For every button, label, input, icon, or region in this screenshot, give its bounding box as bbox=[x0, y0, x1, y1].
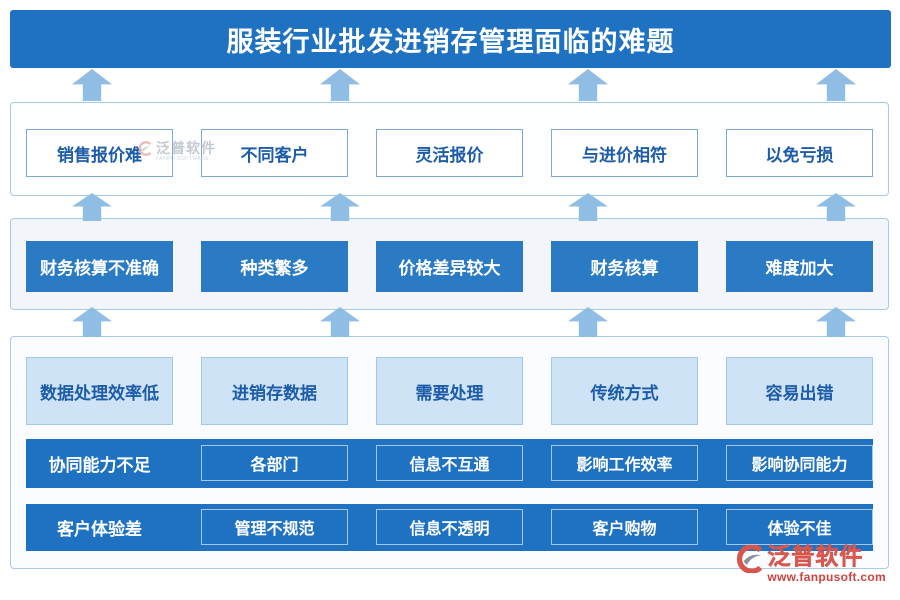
collaboration-box: 影响协同能力 bbox=[726, 445, 873, 482]
pricing-box: 与进价相符 bbox=[551, 129, 698, 177]
up-arrow-icon bbox=[320, 69, 360, 101]
finance-box: 价格差异较大 bbox=[376, 241, 523, 292]
collaboration-box: 各部门 bbox=[201, 445, 348, 482]
up-arrow-icon bbox=[72, 69, 112, 101]
finance-box: 种类繁多 bbox=[201, 241, 348, 292]
collaboration-box: 影响工作效率 bbox=[551, 445, 698, 482]
up-arrow-icon bbox=[568, 307, 608, 337]
page-title: 服装行业批发进销存管理面临的难题 bbox=[10, 10, 891, 68]
up-arrow-icon bbox=[72, 193, 112, 221]
pricing-box: 不同客户 bbox=[201, 129, 348, 177]
fanpu-logo-icon bbox=[737, 545, 763, 573]
arrow-strip-middle bbox=[10, 193, 891, 221]
brand-name: 泛普软件 bbox=[767, 543, 864, 569]
panel-finance: 财务核算不准确 种类繁多 价格差异较大 财务核算 难度加大 bbox=[10, 218, 889, 310]
data-box: 数据处理效率低 bbox=[26, 357, 173, 425]
experience-box: 客户购物 bbox=[551, 509, 698, 546]
panel-operations: 数据处理效率低 进销存数据 需要处理 传统方式 容易出错 协同能力不足 各部门 … bbox=[10, 336, 889, 569]
up-arrow-icon bbox=[568, 69, 608, 101]
finance-box: 财务核算 bbox=[551, 241, 698, 292]
finance-box: 财务核算不准确 bbox=[26, 241, 173, 292]
collaboration-bar: 协同能力不足 各部门 信息不互通 影响工作效率 影响协同能力 bbox=[26, 439, 873, 488]
panel-pricing: 销售报价难 不同客户 灵活报价 与进价相符 以免亏损 bbox=[10, 102, 889, 196]
up-arrow-icon bbox=[568, 193, 608, 221]
pricing-box: 以免亏损 bbox=[726, 129, 873, 177]
up-arrow-icon bbox=[72, 307, 112, 337]
arrow-strip-bottom bbox=[10, 307, 891, 337]
up-arrow-icon bbox=[816, 307, 856, 337]
collaboration-box: 信息不互通 bbox=[376, 445, 523, 482]
finance-box: 难度加大 bbox=[726, 241, 873, 292]
experience-box: 体验不佳 bbox=[726, 509, 873, 546]
pricing-box: 灵活报价 bbox=[376, 129, 523, 177]
data-row: 数据处理效率低 进销存数据 需要处理 传统方式 容易出错 bbox=[26, 357, 873, 425]
data-box: 进销存数据 bbox=[201, 357, 348, 425]
experience-label: 客户体验差 bbox=[57, 519, 142, 539]
up-arrow-icon bbox=[320, 307, 360, 337]
brand-text: 泛普软件 www.fanpusoft.com bbox=[767, 543, 886, 584]
pricing-box: 销售报价难 bbox=[26, 129, 173, 177]
data-box: 传统方式 bbox=[551, 357, 698, 425]
arrow-strip-top bbox=[10, 69, 891, 101]
up-arrow-icon bbox=[816, 69, 856, 101]
experience-box: 信息不透明 bbox=[376, 509, 523, 546]
experience-bar: 客户体验差 管理不规范 信息不透明 客户购物 体验不佳 bbox=[26, 503, 873, 551]
up-arrow-icon bbox=[816, 193, 856, 221]
experience-box: 管理不规范 bbox=[201, 509, 348, 546]
brand-website: www.fanpusoft.com bbox=[767, 570, 886, 584]
data-box: 需要处理 bbox=[376, 357, 523, 425]
data-box: 容易出错 bbox=[726, 357, 873, 425]
collaboration-label: 协同能力不足 bbox=[48, 455, 151, 475]
brand-logo: 泛普软件 www.fanpusoft.com bbox=[737, 543, 886, 584]
up-arrow-icon bbox=[320, 193, 360, 221]
